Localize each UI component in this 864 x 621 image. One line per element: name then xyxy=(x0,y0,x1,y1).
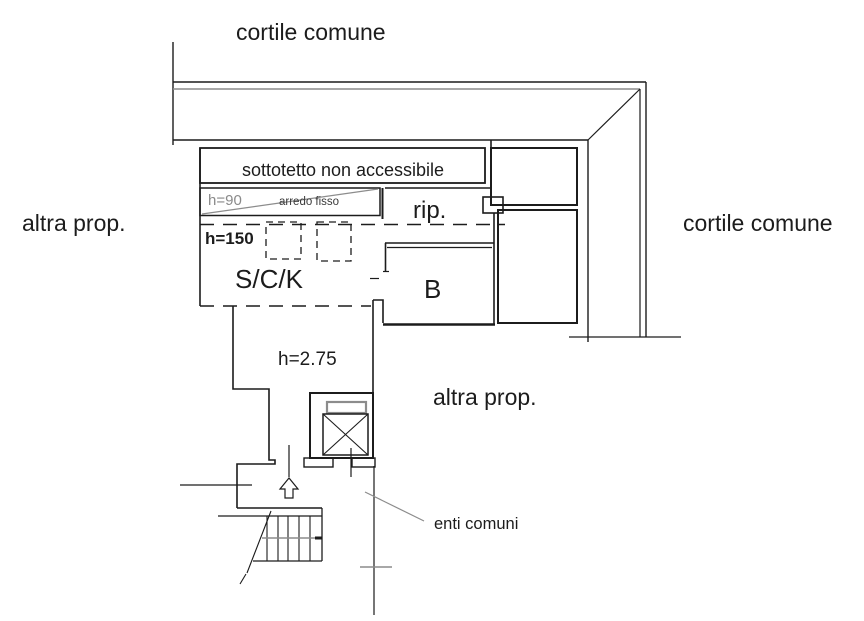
h150-label: h=150 xyxy=(205,229,254,248)
right-room-upper xyxy=(490,147,578,206)
up-arrow-icon xyxy=(278,477,300,499)
elevator-counterweight xyxy=(325,400,368,415)
skylight-dashed-1 xyxy=(265,221,302,260)
common-parts-label: enti comuni xyxy=(434,515,518,533)
living-room-sck: h=150 S/C/K xyxy=(199,148,505,307)
elevator-foot-left xyxy=(303,457,334,468)
elevator-shaft xyxy=(309,392,374,459)
leader xyxy=(364,491,425,522)
furniture-diagonal xyxy=(201,188,379,215)
skylight-dashed-2 xyxy=(316,221,352,262)
h90-label: h=90 xyxy=(208,192,242,209)
lower-room: h=2.75 xyxy=(232,300,374,508)
elevator-car xyxy=(322,413,369,456)
attic-strip: sottotetto non accessibile xyxy=(199,147,486,184)
living-room-label: S/C/K xyxy=(235,264,304,294)
elevator xyxy=(303,392,376,477)
bath-room: B xyxy=(370,242,495,326)
exterior-labels: cortile comune cortile comune altra prop… xyxy=(22,19,833,533)
lower-room-left-wall xyxy=(232,306,276,508)
h275-label: h=2.75 xyxy=(278,349,337,370)
fixed-furniture-strip: h=90 arredo fisso xyxy=(199,187,384,219)
enti-comuni-leader-line xyxy=(364,491,425,522)
other-property-left-label: altra prop. xyxy=(22,210,126,236)
courtyard-top-label: cortile comune xyxy=(236,19,386,45)
stair-cut-line xyxy=(246,510,272,574)
storage-label: rip. xyxy=(413,197,446,224)
stair-cut-line-stub xyxy=(239,573,247,585)
bath-lower-left-jamb xyxy=(373,299,384,323)
boundary-ticks xyxy=(180,466,392,615)
band-corner-diagonal xyxy=(587,88,641,141)
fixed-furniture-label: arredo fisso xyxy=(279,196,339,208)
courtyard-right-label: cortile comune xyxy=(683,210,833,236)
bath-label: B xyxy=(424,274,441,304)
elevator-foot-right xyxy=(351,457,376,468)
attic-label: sottotetto non accessibile xyxy=(242,160,444,180)
right-room-lower xyxy=(497,209,578,324)
right-rooms xyxy=(490,147,578,324)
other-property-right-label: altra prop. xyxy=(433,384,537,410)
staircase xyxy=(218,445,323,585)
perimeter-wall-band xyxy=(172,42,681,342)
elevator-car-diagonal-2 xyxy=(322,413,369,456)
